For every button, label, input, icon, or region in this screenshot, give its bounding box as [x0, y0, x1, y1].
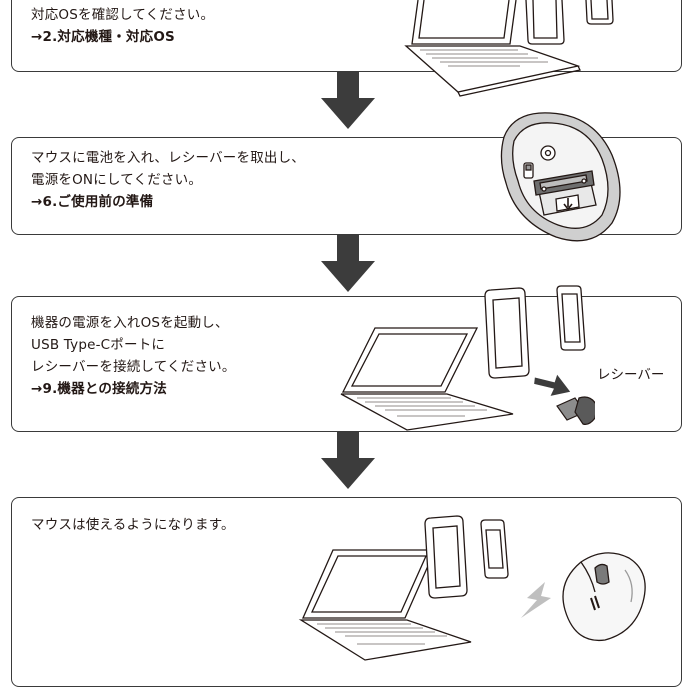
devices-wireless-mouse-illustration: [298, 515, 646, 661]
step-4-text: マウスは使えるようになります。: [31, 514, 235, 536]
laptop-tablet-phone-receiver-illustration: [340, 285, 595, 431]
receiver-label: レシーバー: [597, 367, 665, 383]
step-1-box: [11, 0, 682, 72]
step-1-text: 対応OSを確認してください。 →2.対応機種・対応OS: [31, 4, 214, 48]
down-arrow-icon: [321, 432, 375, 489]
step-3-link[interactable]: →9.機器との接続方法: [31, 381, 167, 397]
step-2-line-1: マウスに電池を入れ、レシーバーを取出し、: [31, 150, 305, 166]
step-3-line-3: レシーバーを接続してください。: [31, 359, 236, 375]
mouse-battery-illustration: [500, 112, 621, 242]
step-1-link[interactable]: →2.対応機種・対応OS: [31, 29, 175, 45]
step-3-line-2: USB Type-Cポートに: [31, 337, 166, 353]
step-1-line-1: 対応OSを確認してください。: [31, 7, 215, 23]
step-4-line-1: マウスは使えるようになります。: [31, 517, 235, 533]
step-2-line-2: 電源をONにしてください。: [31, 172, 203, 188]
step-2-link[interactable]: →6.ご使用前の準備: [31, 194, 154, 210]
step-3-text: 機器の電源を入れOSを起動し、 USB Type-Cポートに レシーバーを接続し…: [31, 312, 236, 400]
step-3-line-1: 機器の電源を入れOSを起動し、: [31, 315, 229, 331]
down-arrow-icon: [321, 235, 375, 292]
down-arrow-icon: [321, 72, 375, 129]
laptop-tablet-phone-illustration-1: [404, 0, 614, 97]
step-2-text: マウスに電池を入れ、レシーバーを取出し、 電源をONにしてください。 →6.ご使…: [31, 147, 305, 213]
